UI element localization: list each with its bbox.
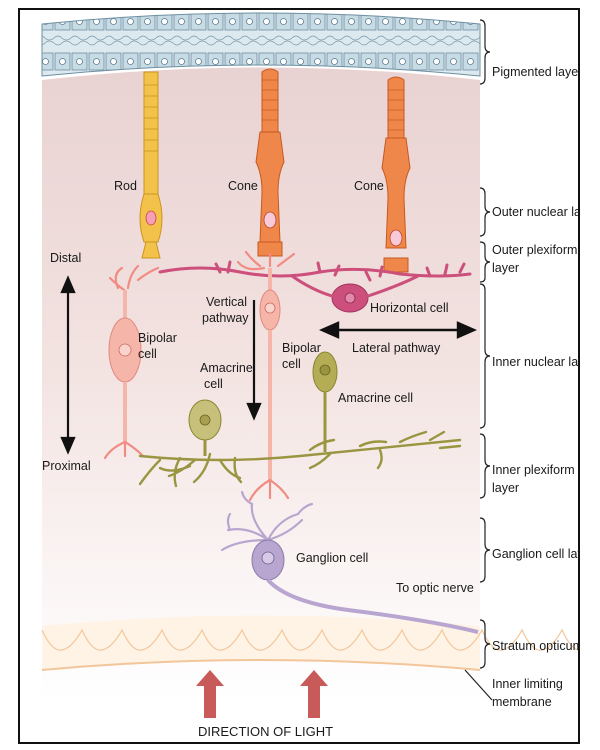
rod-label: Rod <box>114 179 137 193</box>
layer-outer-plexiform-2: layer <box>492 261 519 275</box>
layer-pigmented: Pigmented layer <box>492 65 578 79</box>
ganglion-label: Ganglion cell <box>296 551 368 565</box>
bipolar-mid-label: Bipolar <box>282 341 321 355</box>
cone-label-1: Cone <box>228 179 258 193</box>
bipolar-mid-label-2: cell <box>282 357 301 371</box>
light-direction-label: DIRECTION OF LIGHT <box>198 724 333 739</box>
cone-label-2: Cone <box>354 179 384 193</box>
amacrine-right-label: Amacrine cell <box>338 391 413 405</box>
layer-inner-plexiform-2: layer <box>492 481 519 495</box>
layer-ganglion: Ganglion cell layer <box>492 547 578 561</box>
horizontal-label: Horizontal cell <box>370 301 449 315</box>
layer-outer-plexiform: Outer plexiform <box>492 243 577 257</box>
amacrine-left-label-2: cell <box>204 377 223 391</box>
optic-nerve-label: To optic nerve <box>396 581 474 595</box>
layer-outer-nuclear: Outer nuclear layer <box>492 205 578 219</box>
distal-label: Distal <box>50 251 81 265</box>
layer-stratum: Stratum opticum <box>492 639 578 653</box>
amacrine-left-label: Amacrine <box>200 361 253 375</box>
proximal-label: Proximal <box>42 459 91 473</box>
layer-ilm-2: membrane <box>492 695 552 709</box>
bipolar-left-label-2: cell <box>138 347 157 361</box>
pigmented-epithelium <box>42 13 480 76</box>
layer-inner-nuclear: Inner nuclear layer <box>492 355 578 369</box>
retina-diagram: Rod Cone Cone Distal Proximal Bipolar ce… <box>18 8 580 744</box>
layer-ilm: Inner limiting <box>492 677 563 691</box>
vertical-label-2: pathway <box>202 311 249 325</box>
bipolar-left-label: Bipolar <box>138 331 177 345</box>
vertical-label: Vertical <box>206 295 247 309</box>
layer-inner-plexiform: Inner plexiform <box>492 463 575 477</box>
lateral-label: Lateral pathway <box>352 341 441 355</box>
